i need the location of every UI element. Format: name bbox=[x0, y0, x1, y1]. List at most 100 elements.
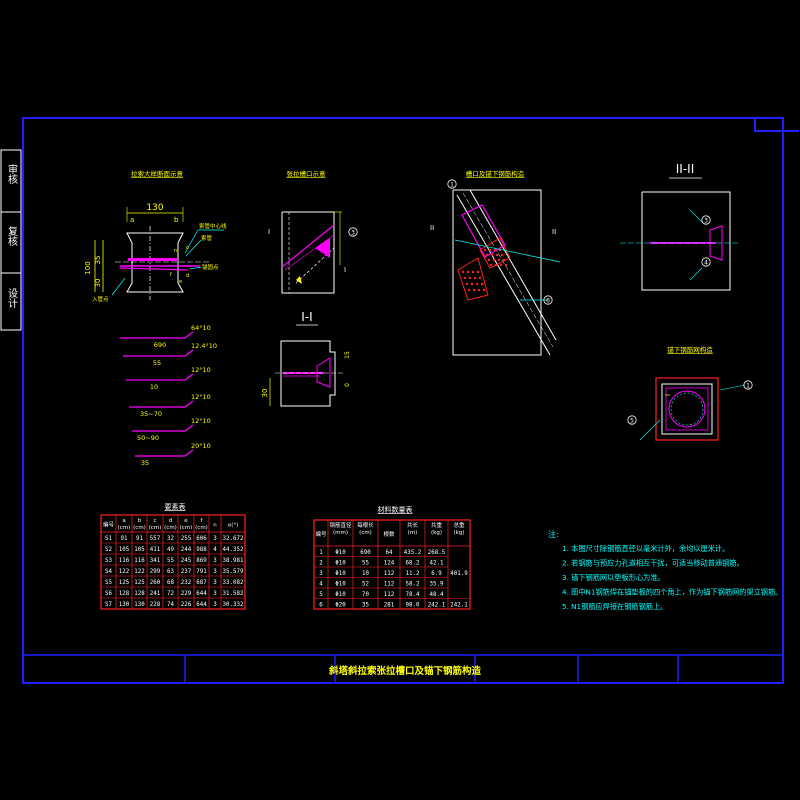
param-table-cell: 122 bbox=[119, 569, 129, 575]
param-table-cell: 557 bbox=[150, 536, 161, 542]
param-table-cell: 237 bbox=[181, 569, 192, 575]
param-table-cell: 791 bbox=[196, 569, 207, 575]
param-table-cell: 644 bbox=[196, 591, 207, 597]
material-table-cell: 78.4 bbox=[406, 592, 420, 598]
param-table-cell: 988 bbox=[196, 547, 207, 553]
param-table-cell: S1 bbox=[105, 536, 112, 542]
param-table-cell: 3 bbox=[213, 569, 217, 575]
material-table-cell: 6 bbox=[319, 602, 323, 608]
sec-mark-2a: II bbox=[430, 224, 434, 232]
material-table-cell: 4 bbox=[319, 581, 323, 587]
material-table-cell: 268.5 bbox=[428, 550, 446, 556]
hatch-dot bbox=[466, 270, 470, 274]
callout-number: 5 bbox=[630, 417, 634, 424]
rebar-bend-length: 35~70 bbox=[140, 410, 162, 418]
view-title-section-2: II-II bbox=[676, 162, 695, 176]
sheet-frame bbox=[22, 117, 799, 684]
param-table-cell: S6 bbox=[105, 591, 112, 597]
label-entry-point: 入管点 bbox=[92, 295, 109, 303]
hatch-dot bbox=[489, 263, 493, 267]
material-table-header-cell: (cm) bbox=[359, 530, 372, 536]
hatch-dot bbox=[493, 248, 497, 252]
param-table-cell: 255 bbox=[181, 536, 192, 542]
param-table-cell: S7 bbox=[105, 602, 112, 608]
param-table-cell: 228 bbox=[150, 602, 161, 608]
hatch-dot bbox=[502, 258, 506, 262]
material-table-cell: Φ10 bbox=[335, 592, 346, 598]
hatch-dot bbox=[490, 253, 494, 257]
rebar-bend-top: 12°10 bbox=[191, 366, 211, 374]
rebar-bend-length: 35 bbox=[141, 459, 149, 467]
sec-mark-1b: I bbox=[344, 266, 346, 274]
param-table-cell: 130 bbox=[119, 602, 130, 608]
param-table-cell: 32 bbox=[167, 536, 174, 542]
hatch-dot bbox=[494, 263, 498, 267]
dim-left-35: 35 bbox=[94, 256, 102, 265]
material-table-cell: 690 bbox=[360, 550, 371, 556]
param-table-cell: 128 bbox=[119, 591, 130, 597]
param-table-header-cell: (cm) bbox=[195, 525, 208, 531]
hatch-dot bbox=[485, 253, 489, 257]
param-table-cell: S4 bbox=[105, 569, 112, 575]
param-table-cell: 125 bbox=[119, 580, 130, 586]
param-table-header-cell: e bbox=[184, 518, 188, 524]
param-table-cell: 241 bbox=[150, 591, 161, 597]
param-table-cell: 232 bbox=[181, 580, 191, 586]
hatch-dot bbox=[475, 282, 479, 286]
hatch-dot bbox=[480, 282, 484, 286]
param-table-header-cell: n bbox=[213, 523, 217, 529]
param-table-title: 要素表 bbox=[165, 502, 186, 511]
param-table-cell: 91 bbox=[136, 536, 143, 542]
material-table-header-cell: 共重 bbox=[431, 521, 443, 529]
rebar-bend-top: 20°10 bbox=[191, 442, 211, 450]
hatch-dot bbox=[468, 276, 472, 280]
hatch-dot bbox=[463, 276, 467, 280]
param-table-cell: 105 bbox=[119, 547, 130, 553]
material-table-cell: 5 bbox=[319, 592, 323, 598]
param-table-header-cell: a bbox=[122, 518, 125, 524]
hatch-dot bbox=[476, 270, 480, 274]
dim-130: 130 bbox=[146, 203, 163, 213]
drawing-title: 斜塔斜拉索张拉槽口及锚下钢筋构造 bbox=[328, 665, 482, 677]
material-table-cell: 124 bbox=[384, 560, 395, 566]
dim-d: d bbox=[186, 273, 189, 279]
material-table-cell: 52 bbox=[362, 581, 369, 587]
material-table-cell: 58.2 bbox=[406, 581, 420, 587]
material-table-cell: 35.9 bbox=[430, 581, 444, 587]
dim-c: c bbox=[186, 245, 189, 251]
param-table-cell: 32.672 bbox=[223, 536, 244, 542]
param-table-cell: 33.082 bbox=[223, 580, 244, 586]
material-table-header-cell: (kg) bbox=[454, 530, 465, 536]
rebar-bend-top: 12.4°10 bbox=[191, 342, 217, 350]
param-table-cell: 3 bbox=[213, 580, 217, 586]
param-table-cell: 244 bbox=[181, 547, 192, 553]
callout-circle: 5 bbox=[627, 415, 637, 425]
material-table-header-cell: 编号 bbox=[315, 530, 327, 538]
callout-circle: 3 bbox=[701, 215, 711, 225]
param-table-cell: 226 bbox=[181, 602, 192, 608]
side-stamp-column: 审核 复核 设计 bbox=[0, 149, 22, 331]
param-table-cell: 130 bbox=[134, 602, 145, 608]
param-table-cell: 72 bbox=[167, 591, 174, 597]
param-table-cell: 260 bbox=[150, 580, 161, 586]
param-table-header-cell: (cm) bbox=[164, 525, 177, 531]
material-table-cell: 55 bbox=[362, 560, 369, 566]
param-table-header-cell: f bbox=[201, 518, 204, 524]
sec-mark-2b: II bbox=[552, 228, 556, 236]
hatch-dot bbox=[482, 288, 486, 292]
param-table-cell: 116 bbox=[119, 558, 130, 564]
rebar-bend-top: 12°10 bbox=[191, 393, 211, 401]
hatch-dot bbox=[472, 288, 476, 292]
hatch-dot bbox=[478, 276, 482, 280]
callout-number: 1 bbox=[450, 181, 454, 188]
hatch-dot bbox=[499, 263, 503, 267]
rebar-bend-top: 64°10 bbox=[191, 324, 211, 332]
param-table-header-cell: (cm) bbox=[180, 525, 193, 531]
param-table-cell: 44.352 bbox=[223, 547, 244, 553]
callout-number: 1 bbox=[746, 382, 750, 389]
title-strip: 斜塔斜拉索张拉槽口及锚下钢筋构造 bbox=[23, 654, 783, 683]
callout-number: 6 bbox=[546, 297, 550, 304]
rebar-bend-length: 55 bbox=[153, 359, 161, 367]
